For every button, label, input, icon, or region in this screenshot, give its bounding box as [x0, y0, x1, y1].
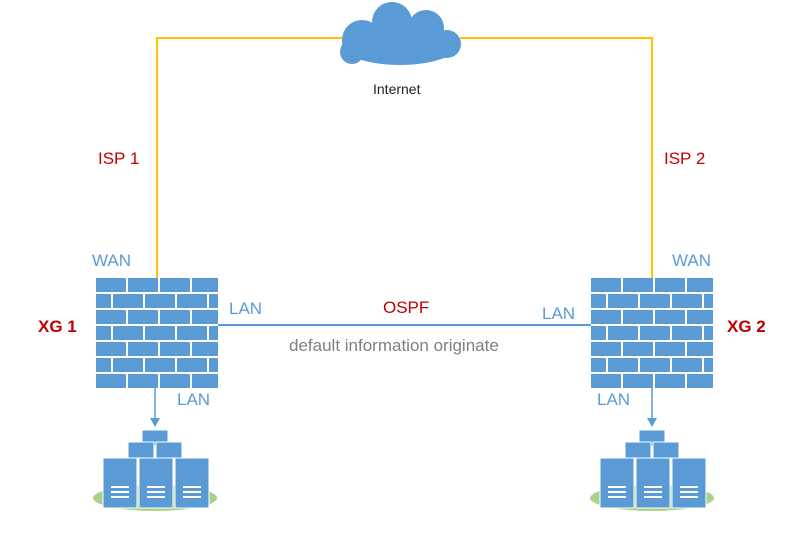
server-cluster-icon: [590, 429, 714, 511]
ospf-label: OSPF: [383, 298, 430, 317]
arrow-down-icon: [150, 378, 160, 427]
isp1-label: ISP 1: [98, 149, 140, 168]
ospf-note: default information originate: [289, 336, 499, 355]
xg1-lan-link-label: LAN: [229, 299, 263, 318]
arrow-down-icon: [647, 378, 657, 427]
isp1-link: [156, 37, 342, 280]
xg1-name: XG 1: [38, 317, 77, 336]
isp2-link: [460, 37, 653, 280]
cloud-icon: [340, 2, 461, 65]
firewall-icon: [96, 278, 218, 388]
xg1-wan-label: WAN: [92, 251, 132, 270]
xg2-wan-label: WAN: [672, 251, 712, 270]
xg2-name: XG 2: [727, 317, 766, 336]
internet-label: Internet: [373, 81, 421, 97]
server-cluster-icon: [93, 429, 217, 511]
xg2-lan-link-label: LAN: [542, 304, 576, 323]
firewall-icon: [591, 278, 713, 388]
xg1-lan-down-label: LAN: [177, 390, 211, 409]
xg2-lan-down-label: LAN: [597, 390, 631, 409]
isp2-label: ISP 2: [664, 149, 706, 168]
